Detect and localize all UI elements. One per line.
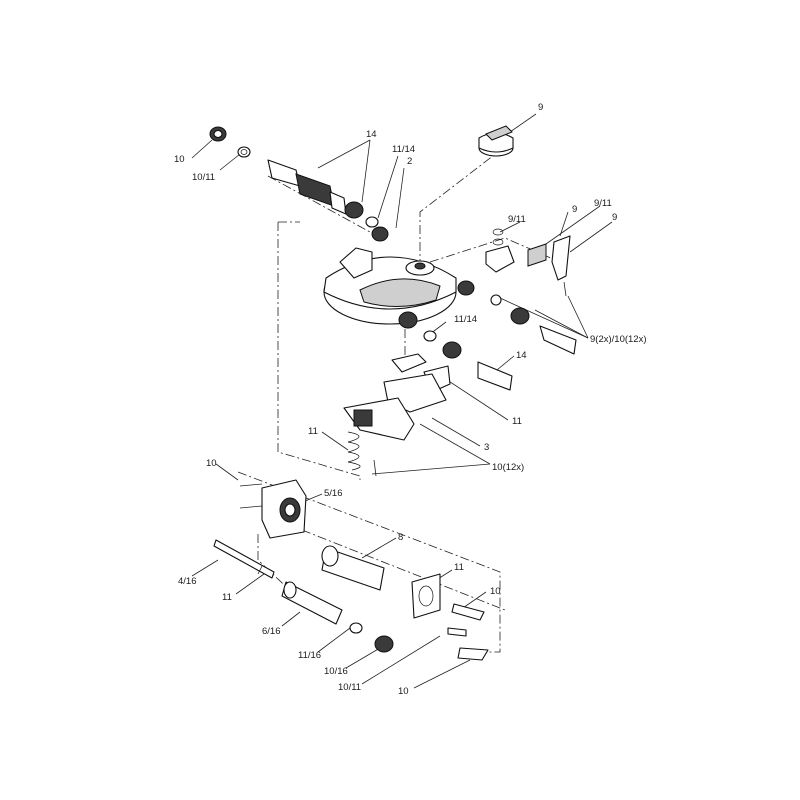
motor-head (261, 479, 307, 539)
callout-5-16: 5/16 (324, 488, 343, 499)
callout-11-left: 11 (308, 426, 318, 437)
callout-10-16: 10/16 (324, 666, 348, 677)
main-housing (323, 226, 475, 329)
callout-4-16: 4/16 (178, 576, 197, 587)
callout-9-a: 9 (572, 204, 577, 215)
leader-lines (191, 113, 613, 689)
shaft-part (213, 539, 275, 579)
callout-11-16: 11/16 (298, 650, 321, 661)
callout-11-14-mid: 11/14 (454, 314, 477, 325)
callout-9-top: 9 (538, 102, 543, 113)
callout-labels: 9 14 11/14 2 10 10/11 9/11 9 9/11 9 9(2x… (174, 102, 647, 697)
hose-tail-top (267, 159, 379, 228)
callout-11-low-right: 11 (454, 562, 464, 573)
callout-14-top: 14 (366, 129, 377, 140)
lower-nut (349, 622, 394, 653)
callout-6-16: 6/16 (262, 626, 281, 637)
callout-10-11-bottom: 10/11 (338, 682, 361, 693)
callout-10-low-right: 10 (490, 586, 501, 597)
callout-3: 3 (484, 442, 489, 453)
callout-11-14-top: 11/14 (392, 144, 415, 155)
callout-11-mid: 11 (512, 416, 522, 427)
callout-10-12x: 10(12x) (492, 462, 524, 473)
callout-9-2x-10-12x: 9(2x)/10(12x) (590, 334, 647, 345)
callout-9-11-b: 9/11 (594, 198, 612, 209)
callout-8: 8 (398, 532, 403, 543)
callout-9-b: 9 (612, 212, 617, 223)
callout-10-11-top: 10/11 (192, 172, 215, 183)
callout-10-top: 10 (174, 154, 185, 165)
distributor-parts (343, 353, 451, 441)
lower-right-parts (411, 573, 489, 661)
callout-14-mid: 14 (516, 350, 527, 361)
spring-part (347, 431, 361, 471)
hose-tail-right (490, 294, 577, 355)
callout-10-mid: 10 (206, 458, 217, 469)
rotor-part (321, 545, 385, 591)
knob-part (478, 125, 514, 157)
callout-10-bottom: 10 (398, 686, 409, 697)
callout-9-11-a: 9/11 (508, 214, 526, 225)
hose-tail-middle (423, 330, 513, 391)
screws (239, 459, 377, 509)
sleeve-part (281, 581, 343, 625)
nut-top-left (209, 126, 251, 158)
right-fittings (485, 228, 571, 297)
callout-11-low-left: 11 (222, 592, 232, 603)
callout-2: 2 (407, 156, 412, 167)
